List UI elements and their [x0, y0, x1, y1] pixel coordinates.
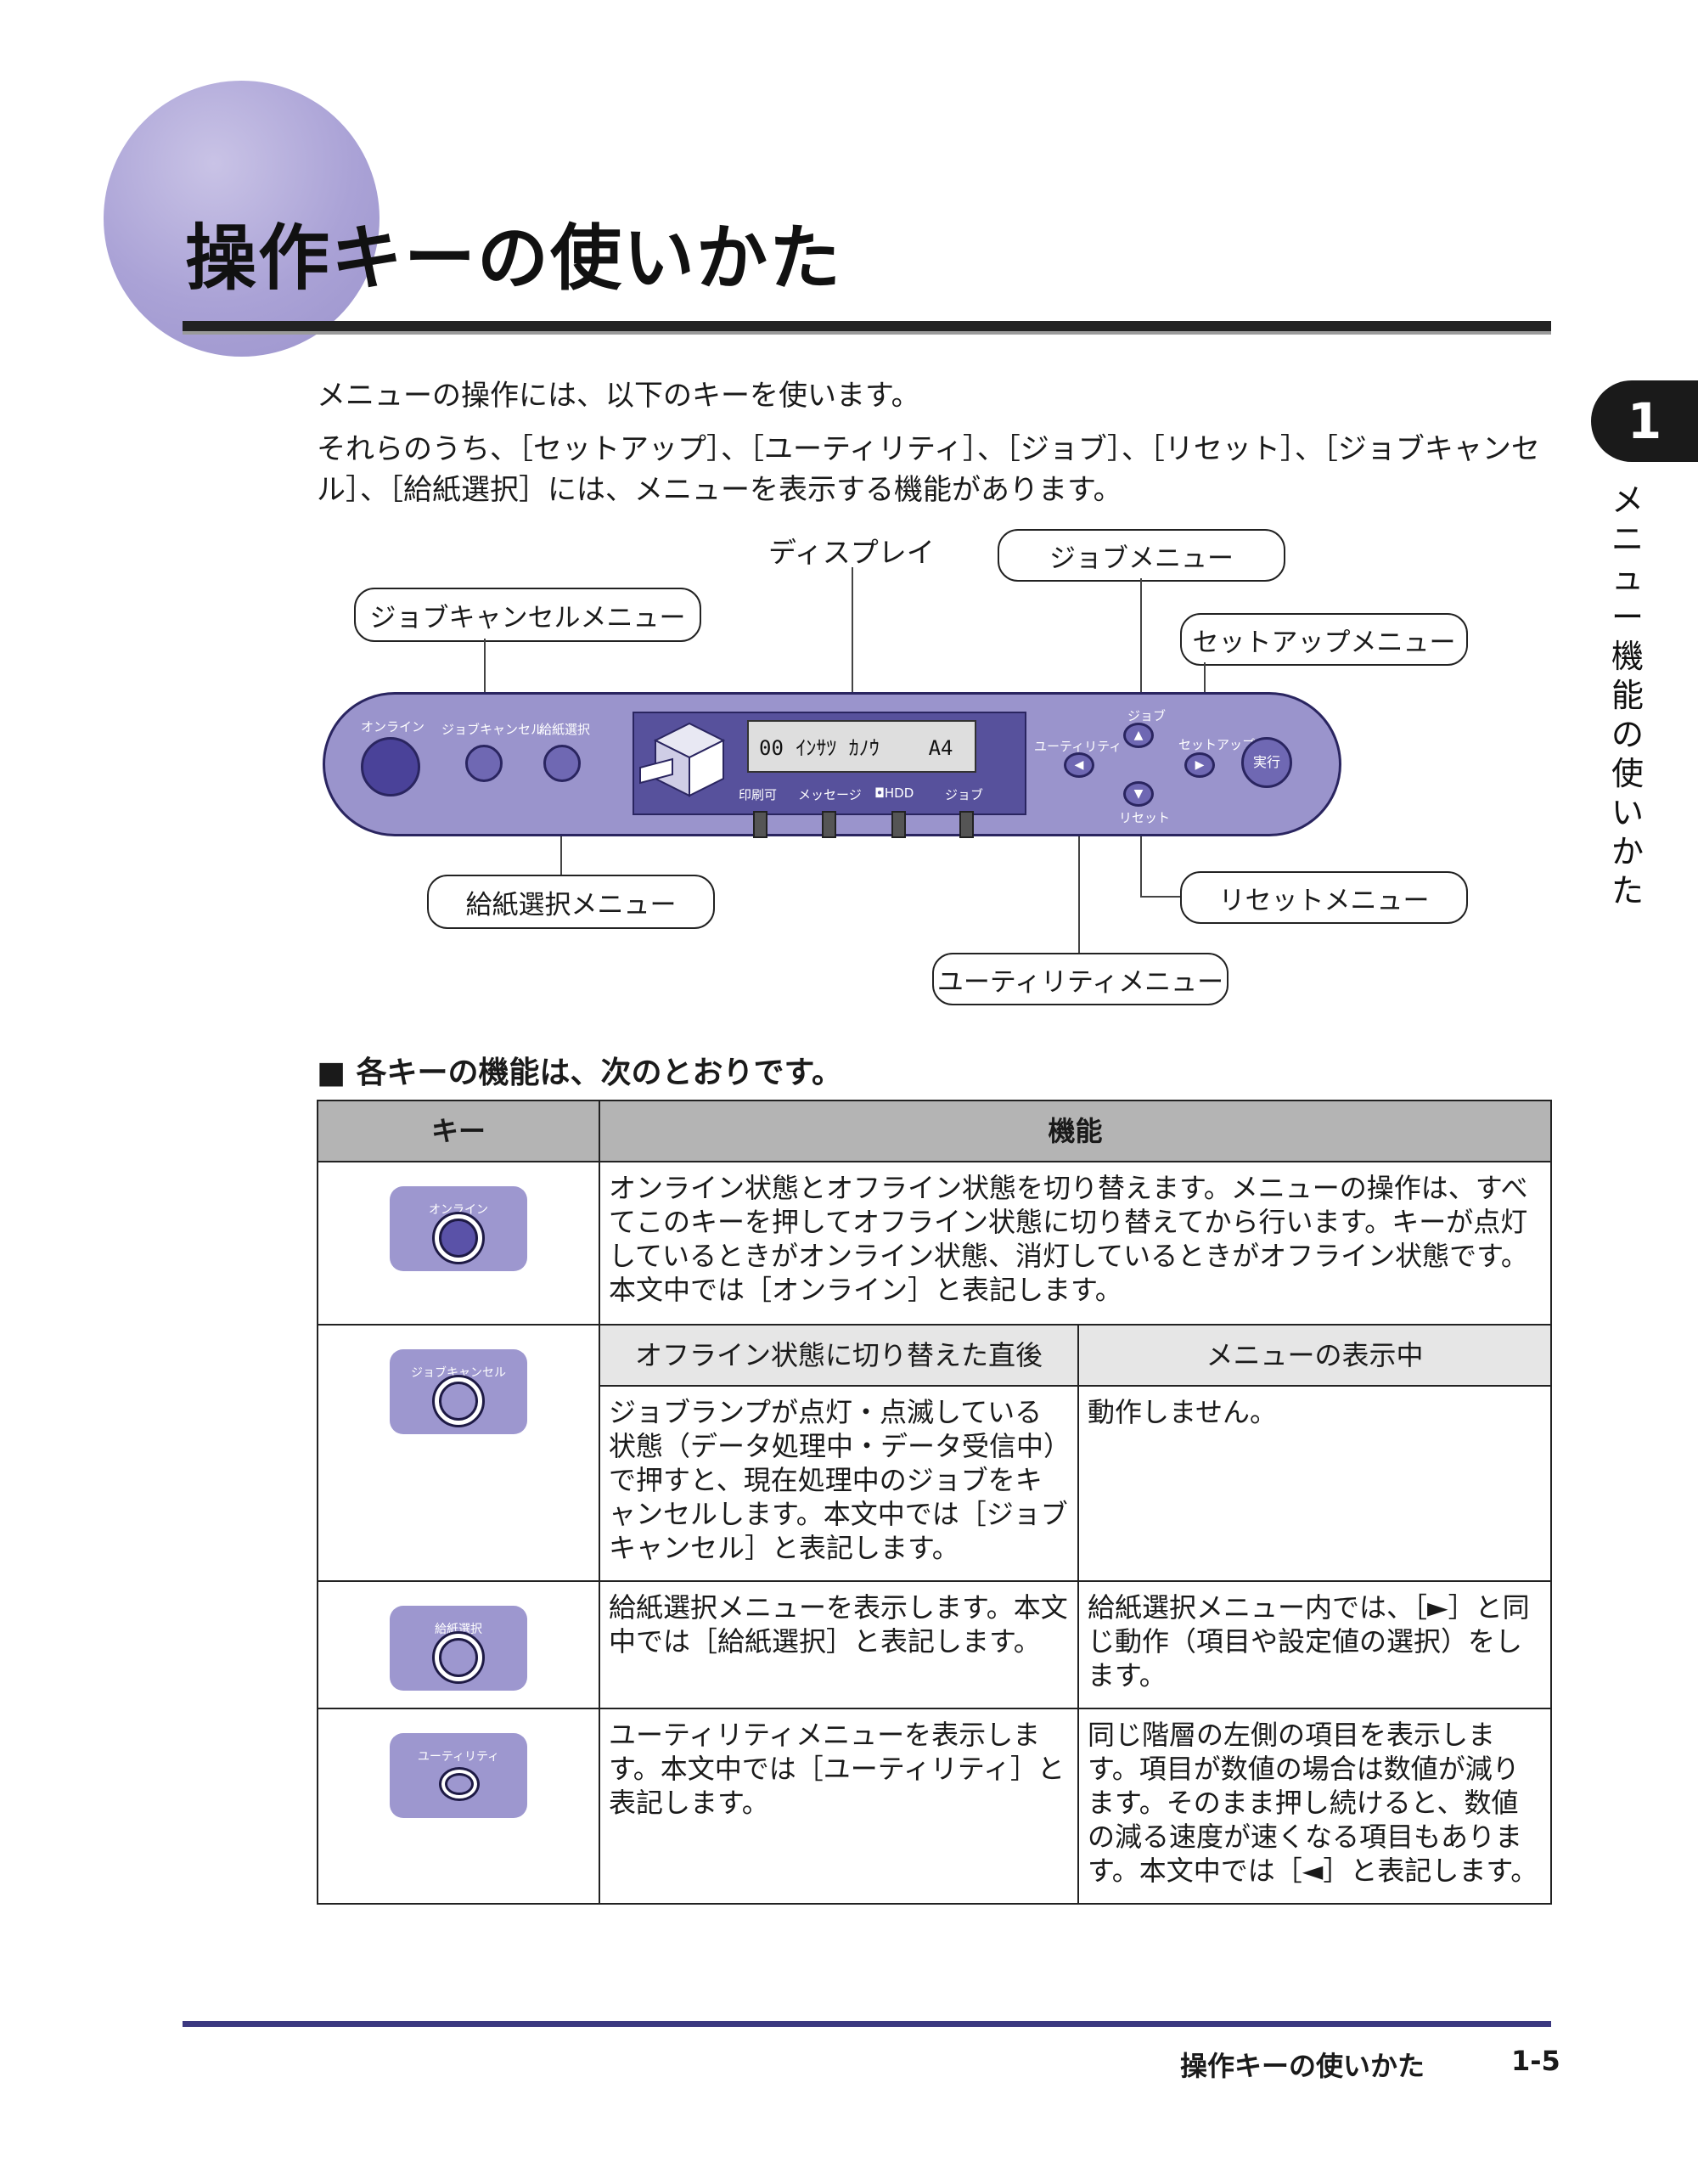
table-header-row: キー 機能	[317, 1100, 1552, 1162]
online-description: オンライン状態とオフライン状態を切り替えます。メニューの操作は、すべてこのキーを…	[609, 1172, 1528, 1272]
arrow-left-icon: ◀	[1074, 758, 1084, 772]
title-rule-shadow	[183, 331, 1551, 335]
chapter-side-title: メニュー機能の使いかた	[1611, 481, 1644, 909]
button-icon	[432, 1375, 485, 1427]
callout-job-menu: ジョブメニュー	[998, 529, 1285, 582]
callout-utility-menu: ユーティリティメニュー	[932, 953, 1229, 1005]
paper-select-menu: 給紙選択メニュー内では、［►］と同じ動作（項目や設定値の選択）をします。	[1077, 1580, 1552, 1709]
leader-job-cancel	[484, 639, 486, 740]
table-subheader-row: ジョブキャンセル オフライン状態に切り替えた直後 メニューの表示中	[317, 1324, 1552, 1582]
utility-left-key[interactable]: ◀	[1064, 752, 1094, 778]
leader-utility	[1078, 777, 1080, 953]
led-label-message: メッセージ	[798, 787, 862, 802]
utility-key-label: ユーティリティ	[1034, 739, 1122, 754]
page-number: 1-5	[1511, 2045, 1560, 2077]
key-cell: オンライン	[317, 1161, 600, 1326]
callout-paper-select-menu: 給紙選択メニュー	[427, 875, 715, 929]
section-heading: ■ 各キーの機能は、次のとおりです。	[317, 1055, 842, 1090]
intro-line-2: それらのうち、［セットアップ］、［ユーティリティ］、［ジョブ］、［リセット］、［…	[317, 432, 1540, 507]
header-key: キー	[317, 1100, 600, 1162]
paper-select-offline: 給紙選択メニューを表示します。本文中では［給紙選択］と表記します。	[599, 1580, 1079, 1709]
utility-menu: 同じ階層の左側の項目を表示します。項目が数値の場合は数値が減ります。そのまま押し…	[1077, 1708, 1552, 1905]
job-cancel-key-image: ジョブキャンセル	[390, 1349, 527, 1434]
job-cancel-key-label: ジョブキャンセル	[441, 722, 544, 737]
key-image-label: ジョブキャンセル	[411, 1366, 506, 1380]
arrow-right-icon: ▶	[1195, 758, 1205, 772]
job-up-key[interactable]: ▲	[1123, 723, 1154, 748]
reset-down-key[interactable]: ▼	[1123, 781, 1154, 807]
printer-icon	[639, 722, 726, 797]
header-function: 機能	[599, 1100, 1552, 1162]
lcd-display: 00 ｲﾝｻﾂ ｶﾉｳ A4	[747, 720, 976, 773]
key-image-label: オンライン	[429, 1203, 488, 1217]
online-key-label: オンライン	[361, 719, 425, 735]
page-title: 操作キーの使いかた	[185, 217, 843, 300]
job-key-label: ジョブ	[1127, 708, 1167, 723]
callout-reset-menu: リセットメニュー	[1180, 871, 1468, 924]
led-hdd	[891, 811, 906, 838]
led-job	[959, 811, 974, 838]
setup-key-label: セットアップ	[1178, 737, 1256, 752]
table-row-paper-select: 給紙選択 給紙選択メニューを表示します。本文中では［給紙選択］と表記します。 給…	[317, 1580, 1552, 1709]
paper-select-key[interactable]	[543, 745, 581, 782]
intro-line-1: メニューの操作には、以下のキーを使います。	[317, 379, 920, 413]
utility-offline: ユーティリティメニューを表示します。本文中では［ユーティリティ］と表記します。	[599, 1708, 1079, 1905]
subheader-menu: メニューの表示中	[1077, 1324, 1552, 1387]
online-function-cell: オンライン状態とオフライン状態を切り替えます。メニューの操作は、すべてこのキーを…	[599, 1161, 1552, 1326]
job-cancel-key[interactable]	[465, 745, 503, 782]
key-image-label: ユーティリティ	[417, 1750, 500, 1764]
footer-rule	[183, 2021, 1551, 2027]
title-rule	[183, 321, 1551, 331]
table-row-job-cancel: ジョブランプが点灯・点滅している状態（データ処理中・データ受信中）で押すと、現在…	[318, 1385, 1552, 1582]
online-note: 本文中では［オンライン］と表記します。	[609, 1274, 1122, 1306]
led-label-ready: 印刷可	[739, 787, 778, 802]
button-icon	[432, 1631, 485, 1684]
paper-select-key-image: 給紙選択	[390, 1606, 527, 1691]
leader-reset-v	[1140, 811, 1142, 896]
execute-key[interactable]: 実行	[1241, 737, 1292, 788]
chapter-number: 1	[1627, 392, 1662, 450]
key-cell: 給紙選択	[317, 1580, 600, 1709]
online-key[interactable]	[361, 737, 420, 796]
callout-display: ディスプレイ	[768, 536, 935, 569]
key-cell: ユーティリティ	[317, 1708, 600, 1905]
subheader-offline: オフライン状態に切り替えた直後	[599, 1324, 1079, 1387]
footer-title: 操作キーの使いかた	[1180, 2050, 1425, 2082]
button-icon	[432, 1212, 485, 1264]
arrow-up-icon: ▲	[1133, 729, 1144, 742]
title-decoration-circle	[104, 81, 380, 357]
left-arrow-button-icon	[439, 1767, 480, 1801]
led-label-hdd: ◘HDD	[874, 785, 914, 801]
paper-select-key-label: 給紙選択	[539, 722, 591, 737]
table-row-utility: ユーティリティ ユーティリティメニューを表示します。本文中では［ユーティリティ］…	[317, 1708, 1552, 1905]
leader-reset-h	[1140, 896, 1180, 898]
leader-job	[1140, 578, 1142, 727]
utility-key-image: ユーティリティ	[390, 1733, 527, 1818]
key-cell: ジョブキャンセル	[317, 1324, 600, 1582]
setup-right-key[interactable]: ▶	[1184, 752, 1215, 778]
led-label-job: ジョブ	[945, 787, 984, 802]
leader-display	[852, 567, 853, 737]
function-table: キー 機能 オンライン オンライン状態とオフライン状態を切り替えます。メニューの…	[317, 1100, 1552, 1905]
chapter-tab: 1	[1591, 380, 1698, 462]
led-message	[822, 811, 836, 838]
callout-setup-menu: セットアップメニュー	[1180, 613, 1468, 666]
callout-job-cancel-menu: ジョブキャンセルメニュー	[354, 588, 701, 642]
table-row-online: オンライン オンライン状態とオフライン状態を切り替えます。メニューの操作は、すべ…	[317, 1161, 1552, 1326]
reset-key-label: リセット	[1119, 810, 1171, 825]
online-key-image: オンライン	[390, 1186, 527, 1271]
arrow-down-icon: ▼	[1133, 787, 1144, 801]
led-ready	[753, 811, 767, 838]
job-cancel-menu: 動作しません。	[1077, 1385, 1552, 1582]
job-cancel-offline: ジョブランプが点灯・点滅している状態（データ処理中・データ受信中）で押すと、現在…	[599, 1385, 1079, 1582]
